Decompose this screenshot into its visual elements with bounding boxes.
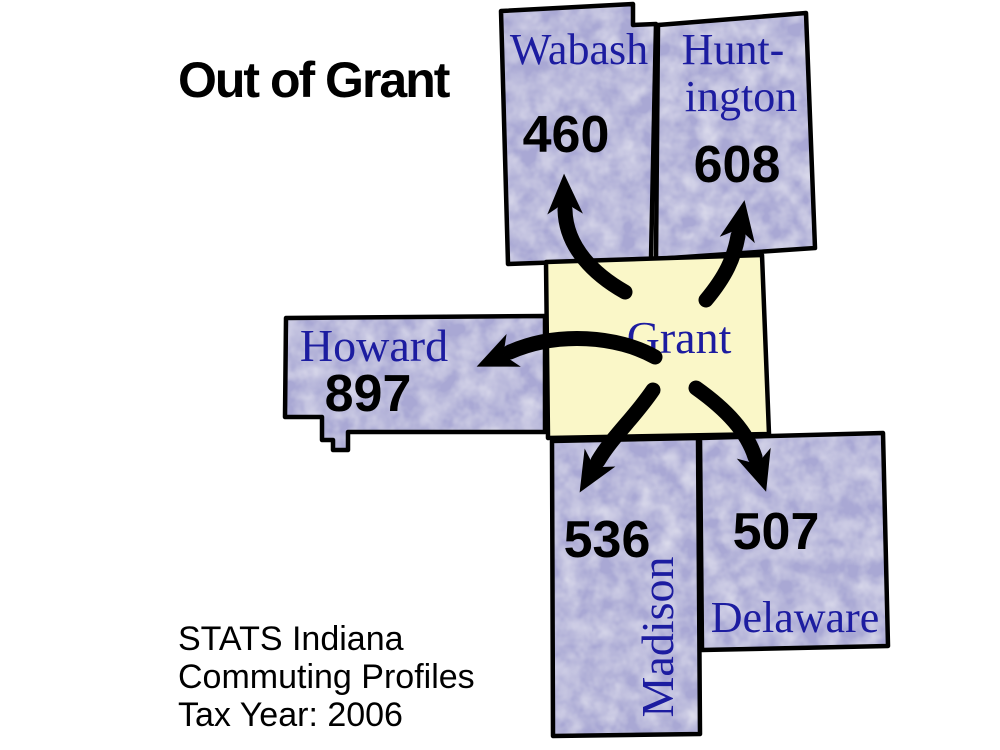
county-value-madison: 536 bbox=[564, 511, 651, 569]
county-label-wabash: Wabash bbox=[510, 25, 648, 74]
caption-line-3: Tax Year: 2006 bbox=[178, 696, 403, 734]
flow-arrows bbox=[476, 173, 771, 493]
county-border-madison bbox=[549, 435, 703, 739]
county-label-howard: Howard bbox=[300, 320, 448, 371]
page-title: Out of Grant bbox=[178, 52, 451, 108]
county-label-huntington-line2: ington bbox=[685, 72, 797, 121]
county-border-delaware bbox=[697, 430, 891, 653]
caption-line-2: Commuting Profiles bbox=[178, 658, 475, 696]
flow-arrow-grant-to-delaware bbox=[688, 380, 771, 492]
county-label-delaware: Delaware bbox=[711, 593, 880, 642]
county-border-huntington bbox=[653, 10, 818, 262]
county-shape-wabash bbox=[501, 4, 656, 264]
flow-arrow-grant-to-huntington bbox=[698, 200, 755, 308]
county-label-madison: Madison bbox=[632, 557, 683, 718]
caption-line-1: STATS Indiana bbox=[178, 620, 404, 658]
flow-arrow-grant-to-howard bbox=[476, 331, 663, 367]
flow-arrow-grant-to-wabash bbox=[547, 173, 633, 300]
flow-arrow-grant-to-madison bbox=[579, 382, 661, 493]
county-value-huntington: 608 bbox=[694, 136, 781, 194]
county-label-huntington-line1: Hunt- bbox=[682, 25, 785, 74]
county-labels: Wabash Hunt- ington Grant Howard Madison… bbox=[300, 25, 879, 718]
destination-county-borders bbox=[282, 1, 891, 739]
county-value-howard: 897 bbox=[325, 365, 412, 423]
county-shape-huntington bbox=[656, 13, 815, 259]
county-value-wabash: 460 bbox=[523, 106, 610, 164]
source-caption: STATS Indiana Commuting Profiles Tax Yea… bbox=[178, 620, 475, 734]
county-shape-madison bbox=[552, 438, 700, 736]
county-value-delaware: 507 bbox=[733, 503, 820, 561]
destination-county-fills bbox=[285, 4, 888, 736]
county-border-howard bbox=[282, 313, 548, 453]
county-values: 460 608 897 536 507 bbox=[325, 106, 820, 569]
